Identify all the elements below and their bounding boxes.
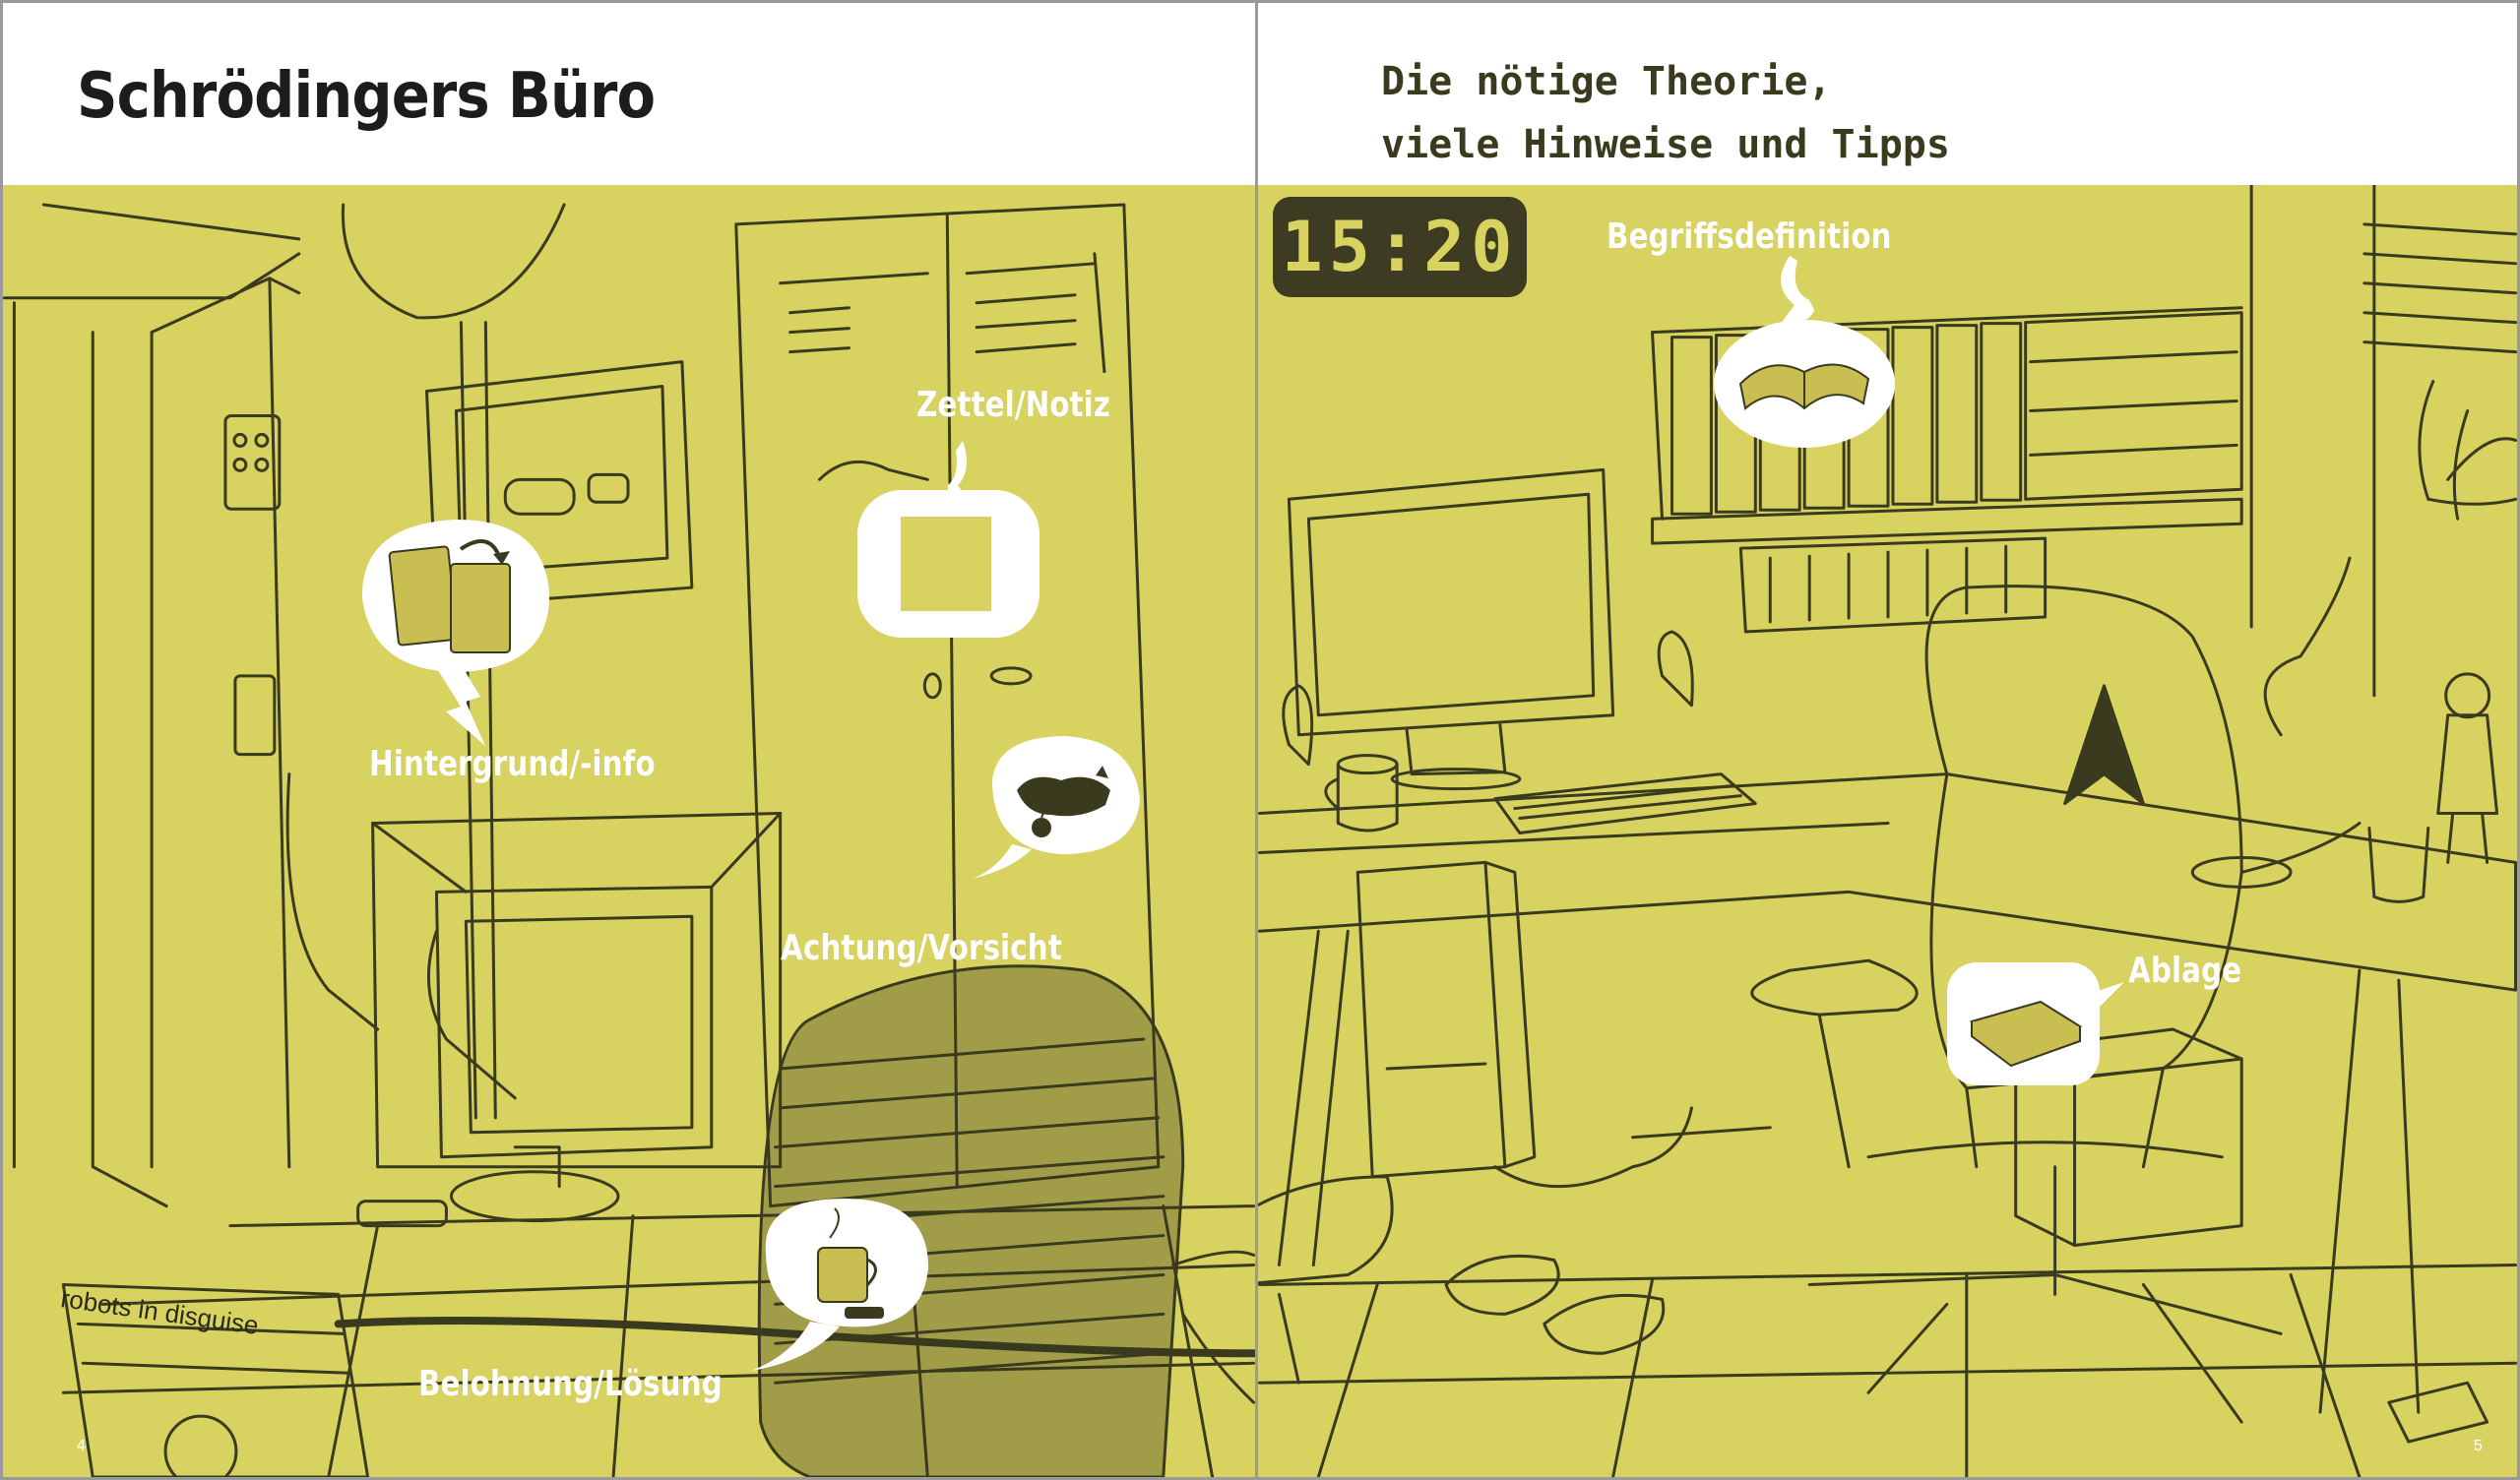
info-cards-icon [361,520,550,746]
callout-label-reward: Belohnung/Lösung [418,1364,723,1404]
office-illustration-left: Hintergrund/-info Zettel/Notiz Achtung/V… [3,185,1255,1477]
callout-label-definition: Begriffsdefinition [1606,216,1892,257]
page-number-left: 4 [77,1438,86,1454]
inbox-tray-icon [1947,962,2124,1085]
page-title: Schrödingers Büro [77,60,656,133]
left-page: Schrödingers Büro [0,0,1258,1480]
office-line-art-right [1258,185,2517,1477]
left-header: Schrödingers Büro [3,3,1255,185]
callout-label-background: Hintergrund/-info [369,744,656,784]
subtitle-line-1: Die nötige Theorie, [1381,59,1832,104]
right-header: Die nötige Theorie, viele Hinweise und T… [1258,3,2517,185]
coffee-cup-icon [751,1199,928,1371]
callout-label-archive: Ablage [2128,951,2242,991]
digital-clock: 15:20 [1273,197,1527,297]
open-book-icon [1714,256,1895,448]
note-paper-icon [857,441,1040,638]
callout-label-warning: Achtung/Vorsicht [781,928,1062,968]
office-illustration-right: 15:20 Begriffsdefinition Ablage 5 [1258,185,2517,1477]
clock-time: 15:20 [1281,207,1519,287]
page-number-right: 5 [2474,1438,2483,1454]
callout-label-note: Zettel/Notiz [916,385,1110,425]
right-page: Die nötige Theorie, viele Hinweise und T… [1258,0,2520,1480]
subtitle-line-2: viele Hinweise und Tipps [1381,122,1950,167]
office-line-art-left [3,203,1255,1477]
cat-bomb-icon [973,736,1140,879]
page-subtitle: Die nötige Theorie, viele Hinweise und T… [1381,50,1950,176]
